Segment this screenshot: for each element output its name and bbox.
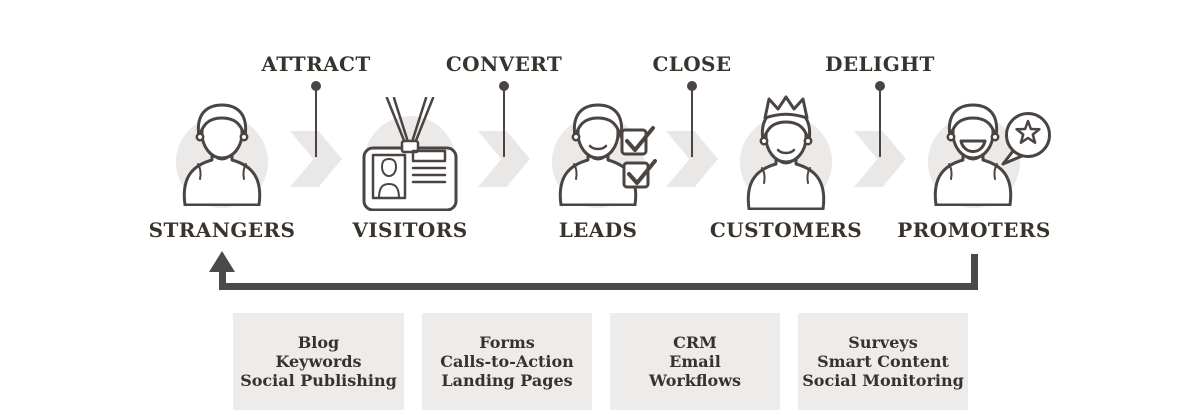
tool-box-line: Workflows <box>649 371 741 390</box>
tool-box-delight: Surveys Smart Content Social Monitoring <box>798 313 968 410</box>
id-badge-icon <box>362 97 458 211</box>
stage-label-close: CLOSE <box>652 52 732 76</box>
pin-line <box>691 87 693 157</box>
tool-box-line: Email <box>669 352 721 371</box>
tool-box-line: Landing Pages <box>441 371 573 390</box>
persona-label-customers: CUSTOMERS <box>709 218 863 242</box>
persona-label-leads: LEADS <box>558 218 638 242</box>
tool-box-line: Social Monitoring <box>802 371 964 390</box>
tool-box-line: Keywords <box>275 352 362 371</box>
feedback-arrow-left-segment <box>219 270 226 290</box>
feedback-arrowhead-icon <box>209 251 235 272</box>
feedback-arrow-right-segment <box>971 254 978 290</box>
persona-label-visitors: VISITORS <box>352 218 468 242</box>
feedback-arrow-horizontal-segment <box>219 283 978 290</box>
stage-label-convert: CONVERT <box>445 52 563 76</box>
pin-marker-icon <box>499 81 509 91</box>
pin-line <box>879 87 881 157</box>
stage-label-attract: ATTRACT <box>261 52 371 76</box>
tool-box-line: CRM <box>673 333 717 352</box>
tool-box-close: CRM Email Workflows <box>610 313 780 410</box>
pin-line <box>315 87 317 157</box>
tool-box-attract: Blog Keywords Social Publishing <box>233 313 404 410</box>
tool-box-convert: Forms Calls-to-Action Landing Pages <box>422 313 592 410</box>
tool-box-line: Forms <box>479 333 535 352</box>
stage-label-delight: DELIGHT <box>825 52 935 76</box>
pin-marker-icon <box>687 81 697 91</box>
pin-line <box>503 87 505 157</box>
person-crown-icon <box>746 95 826 210</box>
pin-marker-icon <box>311 81 321 91</box>
person-icon <box>182 103 262 206</box>
tool-box-line: Social Publishing <box>240 371 397 390</box>
tool-box-line: Calls-to-Action <box>440 352 574 371</box>
tool-box-line: Surveys <box>848 333 918 352</box>
persona-label-promoters: PROMOTERS <box>897 218 1051 242</box>
pin-marker-icon <box>875 81 885 91</box>
tool-box-line: Smart Content <box>817 352 949 371</box>
person-speech-star-icon <box>933 103 1051 206</box>
tool-box-line: Blog <box>297 333 340 352</box>
person-checkboxes-icon <box>558 103 657 206</box>
persona-label-strangers: STRANGERS <box>148 218 296 242</box>
